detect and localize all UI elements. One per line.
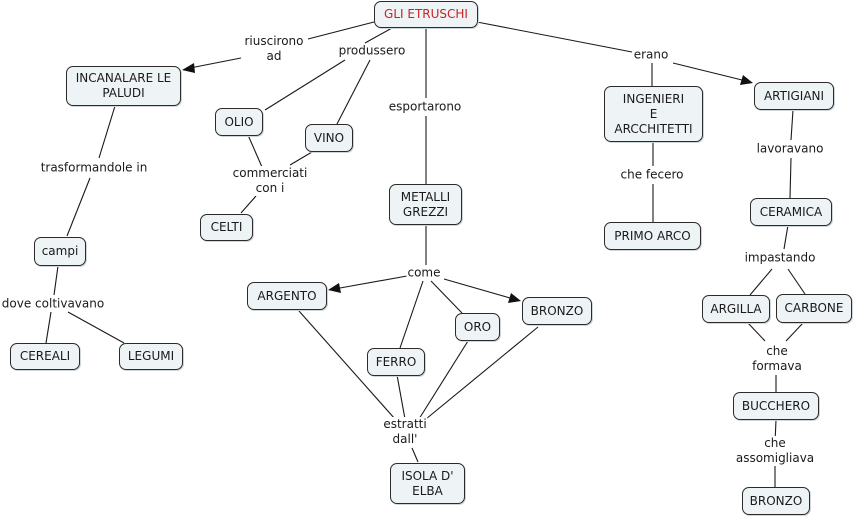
link-line <box>240 195 257 214</box>
link-phrase-erano: erano <box>632 47 670 63</box>
link-line <box>399 280 424 349</box>
link-phrase-riuscirono: riuscirono ad <box>243 34 305 64</box>
link-phrase-come: come <box>406 265 442 281</box>
link-phrase-commerciati: commerciati con i <box>231 166 309 196</box>
concept-gli-etruschi[interactable]: GLI ETRUSCHI <box>374 1 478 28</box>
link-line <box>307 21 375 40</box>
arrow-head-icon <box>182 63 195 73</box>
link-line <box>749 268 773 296</box>
link-phrase-che-assomigliava: che assomigliava <box>734 436 816 466</box>
link-line <box>45 311 52 344</box>
link-line <box>443 278 511 299</box>
concept-artigiani[interactable]: ARTIGIANI <box>754 82 834 110</box>
concept-vino[interactable]: VINO <box>305 124 353 152</box>
concept-campi[interactable]: campi <box>34 237 86 266</box>
concept-carbone[interactable]: CARBONE <box>776 294 852 323</box>
link-line <box>98 105 116 159</box>
concept-isola-d-elba[interactable]: ISOLA D' ELBA <box>390 463 465 504</box>
link-line <box>672 62 743 81</box>
link-phrase-estratti: estratti dall' <box>382 417 428 447</box>
link-line <box>425 326 539 420</box>
concept-oro[interactable]: ORO <box>455 313 500 341</box>
link-line <box>785 322 804 342</box>
link-line <box>430 280 463 314</box>
concept-cereali[interactable]: CEREALI <box>10 343 80 370</box>
link-line <box>790 109 794 141</box>
link-phrase-trasformandole: trasformandole in <box>39 160 149 176</box>
concept-metalli-grezzi[interactable]: METALLI GREZZI <box>389 184 462 225</box>
link-line <box>289 151 313 166</box>
link-line <box>783 224 789 250</box>
concept-olio[interactable]: OLIO <box>215 108 263 136</box>
concept-primo-arco[interactable]: PRIMO ARCO <box>604 222 701 250</box>
link-line <box>336 59 371 125</box>
concept-ceramica[interactable]: CERAMICA <box>750 198 832 226</box>
link-line <box>339 275 408 289</box>
link-phrase-che-formava: che formava <box>751 344 803 374</box>
arrow-head-icon <box>508 293 521 303</box>
link-phrase-esportarono: esportarono <box>387 99 463 115</box>
link-line <box>418 340 469 420</box>
concept-bronzo-somiglianza[interactable]: BRONZO <box>742 487 810 515</box>
link-phrase-lavoravano: lavoravano <box>755 141 825 157</box>
link-line <box>789 157 792 199</box>
concept-celti[interactable]: CELTI <box>200 214 253 241</box>
concept-argento[interactable]: ARGENTO <box>247 282 327 310</box>
link-line <box>747 322 766 342</box>
link-phrase-dove-coltivavano: dove coltivavano <box>0 296 106 312</box>
concept-bronzo-metallo[interactable]: BRONZO <box>522 297 592 325</box>
link-line <box>247 134 263 168</box>
concept-ingenieri-e-architetti[interactable]: INGENIERI E ARCCHITETTI <box>604 86 703 142</box>
concept-argilla[interactable]: ARGILLA <box>702 295 770 323</box>
link-line <box>67 311 125 344</box>
link-line <box>298 310 396 420</box>
link-line <box>411 447 419 463</box>
link-phrase-produssero: produssero <box>337 43 407 59</box>
link-line <box>396 374 406 420</box>
arrow-head-icon <box>328 283 341 293</box>
concept-incanalare-le-paludi[interactable]: INCANALARE LE PALUDI <box>66 66 181 106</box>
concept-bucchero[interactable]: BUCCHERO <box>733 392 819 420</box>
link-line <box>364 27 393 44</box>
link-line <box>66 177 91 237</box>
link-phrase-impastando: impastando <box>743 250 817 266</box>
link-line <box>476 21 633 53</box>
link-line <box>787 268 806 295</box>
link-line <box>264 59 346 111</box>
link-line <box>189 57 242 69</box>
link-phrase-che-fecero: che fecero <box>619 167 685 183</box>
link-line <box>53 265 59 296</box>
arrow-head-icon <box>740 75 753 85</box>
concept-legumi[interactable]: LEGUMI <box>119 343 183 370</box>
concept-ferro[interactable]: FERRO <box>367 348 425 376</box>
